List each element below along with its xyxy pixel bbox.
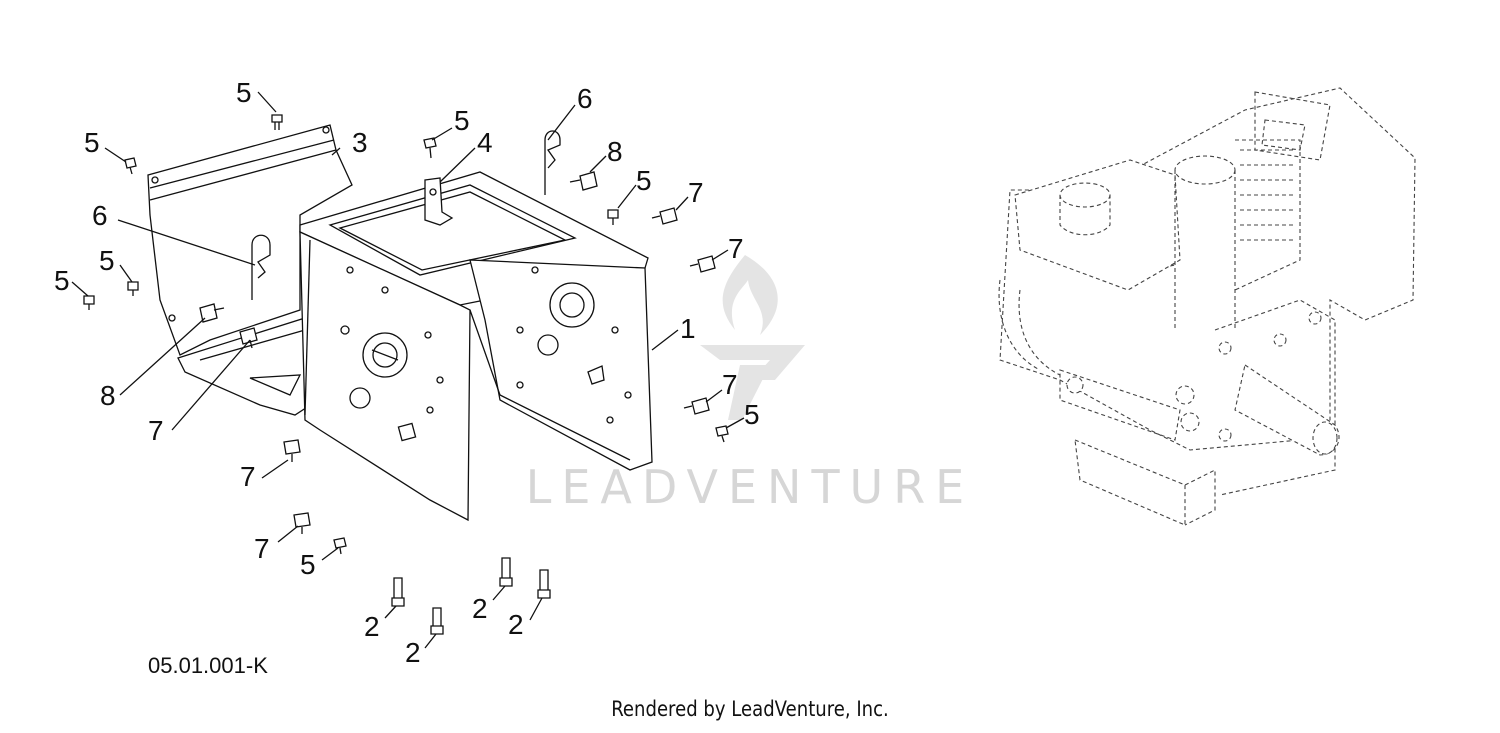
screw-5-b1 xyxy=(127,281,139,296)
screw-5-mid xyxy=(423,137,437,159)
callout-2: 2 xyxy=(472,593,488,624)
part-1-frame xyxy=(299,171,653,522)
callout-5: 5 xyxy=(300,549,316,580)
bolt-7-r3 xyxy=(683,397,710,415)
stud-2-b xyxy=(430,607,444,635)
part-6-clip-right xyxy=(544,130,561,195)
screw-5-left xyxy=(124,157,137,175)
part-6-clip-left xyxy=(251,234,271,300)
callout-8: 8 xyxy=(100,380,116,411)
watermark-text: LEADVENTURE xyxy=(526,460,975,514)
callout-6: 6 xyxy=(577,83,593,114)
screw-5-low xyxy=(333,537,347,555)
callout-7: 7 xyxy=(148,415,164,446)
fasteners xyxy=(83,114,729,635)
bolt-7-l2 xyxy=(293,512,311,534)
callout-7: 7 xyxy=(722,369,738,400)
callout-5: 5 xyxy=(454,105,470,136)
callouts: 1 2 2 2 2 3 4 5 5 5 5 5 5 5 5 6 6 7 7 7 … xyxy=(54,77,760,668)
screw-5-b2 xyxy=(83,295,95,310)
callout-1: 1 xyxy=(680,313,696,344)
callout-7: 7 xyxy=(240,461,256,492)
bolt-7-mid xyxy=(239,327,258,349)
bolt-8-right xyxy=(569,171,598,191)
callout-7: 7 xyxy=(688,177,704,208)
engine-reference-outline xyxy=(998,87,1416,526)
bolt-8-left xyxy=(199,303,225,323)
bolt-7-l1 xyxy=(283,439,301,462)
screw-5-top xyxy=(271,114,283,130)
callout-2: 2 xyxy=(405,637,421,668)
stud-2-d xyxy=(537,569,551,599)
callout-5: 5 xyxy=(54,265,70,296)
callout-5: 5 xyxy=(99,245,115,276)
stud-2-c xyxy=(499,557,513,587)
callout-5: 5 xyxy=(744,399,760,430)
callout-4: 4 xyxy=(477,127,493,158)
callout-5: 5 xyxy=(236,77,252,108)
credit-text: Rendered by LeadVenture, Inc. xyxy=(611,697,889,721)
flame-logo-icon xyxy=(700,255,805,420)
callout-2: 2 xyxy=(364,611,380,642)
diagram-id: 05.01.001-K xyxy=(148,653,268,678)
callout-5: 5 xyxy=(636,165,652,196)
part-3-shield xyxy=(147,124,353,356)
bolt-7-r2 xyxy=(689,255,716,273)
watermark: LEADVENTURE xyxy=(526,255,975,514)
callout-5: 5 xyxy=(84,127,100,158)
callout-3: 3 xyxy=(352,127,368,158)
callout-7: 7 xyxy=(728,233,744,264)
screw-5-r1 xyxy=(607,209,619,225)
callout-2: 2 xyxy=(508,609,524,640)
callout-8: 8 xyxy=(607,136,623,167)
stud-2-a xyxy=(391,577,405,607)
callout-6: 6 xyxy=(92,200,108,231)
screw-5-r2 xyxy=(715,425,729,443)
callout-7: 7 xyxy=(254,533,270,564)
part-4-bracket xyxy=(424,177,454,226)
bolt-7-r1 xyxy=(651,207,678,225)
leader-lines xyxy=(71,91,745,649)
